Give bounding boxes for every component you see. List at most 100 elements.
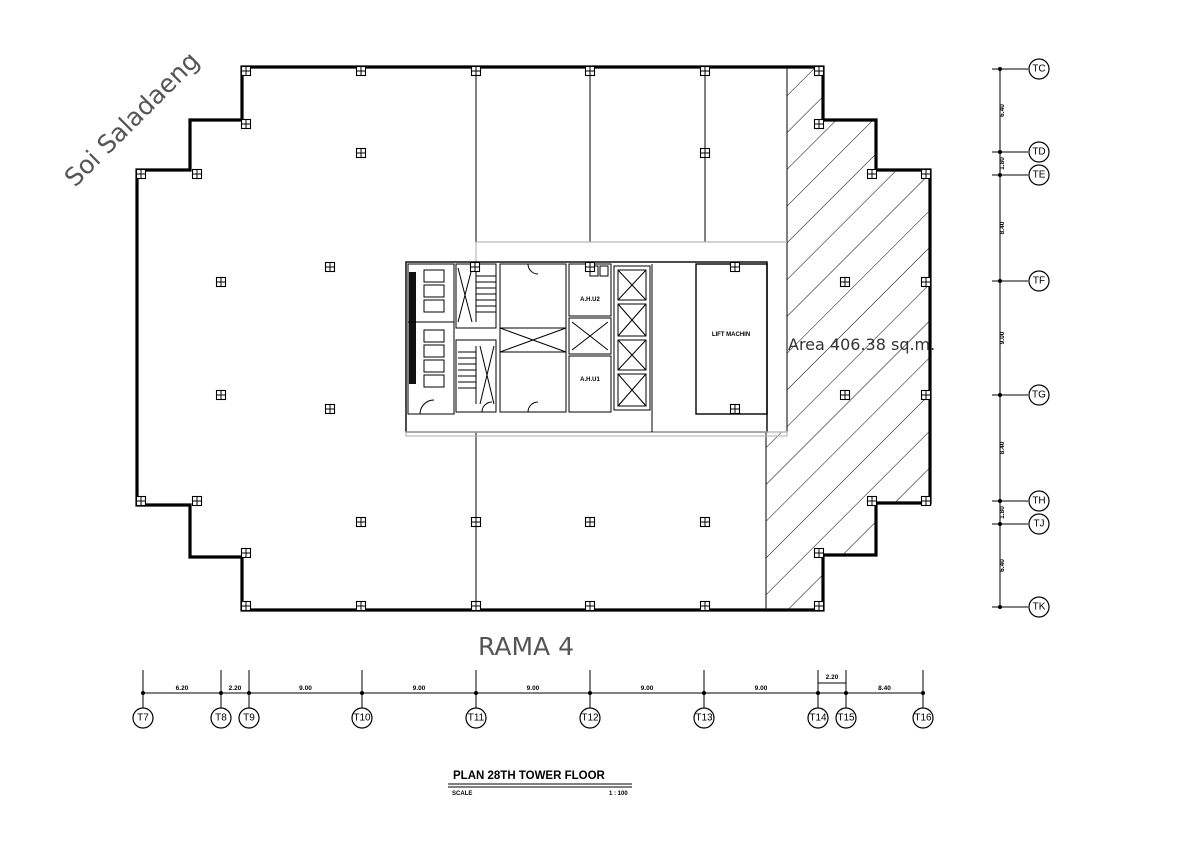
grid-label: T16 bbox=[914, 713, 932, 724]
column-marker bbox=[355, 600, 367, 612]
grid-bubble bbox=[1028, 141, 1050, 163]
dimension-label: 9.00 bbox=[413, 685, 426, 692]
dimension-label: 6.40 bbox=[999, 559, 1006, 572]
grid-label: T14 bbox=[809, 713, 827, 724]
grid-bubble bbox=[1028, 596, 1050, 618]
column-marker bbox=[866, 495, 878, 507]
grid-label: TE bbox=[1033, 170, 1046, 181]
grid-bubble bbox=[693, 707, 715, 729]
room-label-ahu2: A.H.U2 bbox=[580, 297, 600, 303]
column-marker bbox=[813, 547, 825, 559]
grid-node bbox=[998, 605, 1002, 609]
grid-bubble bbox=[807, 707, 829, 729]
grid-node bbox=[360, 691, 364, 695]
grid-node bbox=[588, 691, 592, 695]
grid-node bbox=[219, 691, 223, 695]
grid-bubble bbox=[210, 707, 232, 729]
column-marker bbox=[839, 276, 851, 288]
grid-bubble bbox=[132, 707, 154, 729]
column-marker bbox=[920, 389, 932, 401]
grid-bubble bbox=[351, 707, 373, 729]
scale-label: SCALE bbox=[452, 791, 472, 797]
grid-node bbox=[998, 67, 1002, 71]
grid-label: T10 bbox=[353, 713, 371, 724]
partition-lines bbox=[406, 67, 787, 610]
column-marker bbox=[215, 389, 227, 401]
dimension-label: 9.00 bbox=[299, 685, 312, 692]
area-label: Area 406.38 sq.m. bbox=[788, 335, 935, 354]
grid-label: TH bbox=[1032, 496, 1045, 507]
grid-node bbox=[998, 393, 1002, 397]
vertical-grid-axis: TCTDTETFTGTHTJTK6.401.808.409.008.401.80… bbox=[992, 58, 1050, 618]
column-marker bbox=[355, 147, 367, 159]
column-marker bbox=[699, 65, 711, 77]
grid-label: TG bbox=[1032, 390, 1046, 401]
column-marker bbox=[240, 118, 252, 130]
grid-node bbox=[141, 691, 145, 695]
dimension-label: 2.20 bbox=[229, 685, 242, 692]
structural-columns bbox=[135, 65, 932, 612]
room-label-lift-machine: LIFT MACHIN bbox=[712, 332, 750, 338]
column-marker bbox=[813, 118, 825, 130]
grid-label: TC bbox=[1032, 64, 1045, 75]
grid-bubble bbox=[1028, 513, 1050, 535]
grid-label: T7 bbox=[137, 713, 149, 724]
column-marker bbox=[135, 168, 147, 180]
column-marker bbox=[699, 516, 711, 528]
column-marker bbox=[866, 168, 878, 180]
grid-label: TF bbox=[1033, 276, 1045, 287]
toilet-fixtures bbox=[408, 269, 454, 415]
dimension-label: 1.80 bbox=[999, 157, 1006, 170]
stair-2 bbox=[455, 339, 497, 413]
column-marker bbox=[920, 276, 932, 288]
building-core bbox=[405, 261, 788, 437]
column-marker bbox=[920, 495, 932, 507]
grid-bubble bbox=[465, 707, 487, 729]
grid-label: T15 bbox=[837, 713, 855, 724]
column-marker bbox=[920, 168, 932, 180]
grid-bubble bbox=[835, 707, 857, 729]
column-marker bbox=[191, 495, 203, 507]
scale-value: 1 : 100 bbox=[609, 791, 628, 797]
column-marker bbox=[584, 65, 596, 77]
grid-bubble bbox=[1028, 270, 1050, 292]
column-marker bbox=[584, 600, 596, 612]
grid-bubble bbox=[579, 707, 601, 729]
dimension-label: 8.40 bbox=[999, 221, 1006, 234]
grid-bubble bbox=[1028, 164, 1050, 186]
grid-label: T12 bbox=[581, 713, 599, 724]
column-marker bbox=[469, 261, 481, 273]
column-marker bbox=[584, 261, 596, 273]
column-marker bbox=[729, 403, 741, 415]
column-marker bbox=[729, 261, 741, 273]
grid-label: TJ bbox=[1033, 519, 1044, 530]
grid-label: TD bbox=[1032, 147, 1045, 158]
grid-label: T9 bbox=[243, 713, 255, 724]
column-marker bbox=[470, 65, 482, 77]
grid-label: TK bbox=[1033, 602, 1046, 613]
column-marker bbox=[584, 516, 596, 528]
grid-label: T13 bbox=[695, 713, 713, 724]
grid-bubble bbox=[912, 707, 934, 729]
column-marker bbox=[813, 65, 825, 77]
grid-bubble bbox=[1028, 490, 1050, 512]
column-marker bbox=[324, 403, 336, 415]
dimension-label: 6.20 bbox=[176, 685, 189, 692]
dimension-label: 8.40 bbox=[878, 685, 891, 692]
grid-node bbox=[921, 691, 925, 695]
stair-1 bbox=[455, 263, 497, 329]
grid-node bbox=[998, 522, 1002, 526]
column-marker bbox=[470, 600, 482, 612]
column-marker bbox=[240, 65, 252, 77]
lift-shafts bbox=[613, 265, 651, 411]
grid-node bbox=[844, 691, 848, 695]
grid-bubble bbox=[1028, 58, 1050, 80]
dimension-label: 9.00 bbox=[641, 685, 654, 692]
column-marker bbox=[191, 168, 203, 180]
dimension-label: 8.40 bbox=[999, 441, 1006, 454]
grid-node bbox=[702, 691, 706, 695]
grid-node bbox=[247, 691, 251, 695]
column-marker bbox=[324, 261, 336, 273]
